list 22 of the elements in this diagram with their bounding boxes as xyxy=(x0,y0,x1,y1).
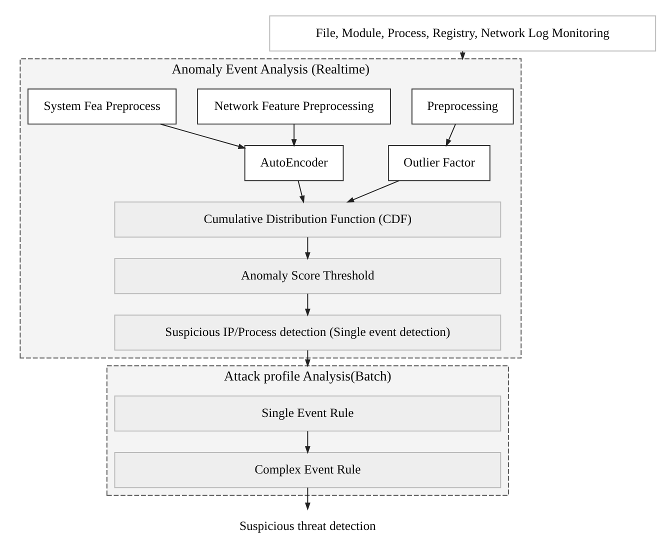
node-box: System Fea Preprocess xyxy=(28,88,177,125)
arrow xyxy=(346,180,400,203)
node-box: Preprocessing xyxy=(411,88,514,125)
node-box: AutoEncoder xyxy=(244,145,344,182)
arrow xyxy=(304,487,310,510)
node-box: File, Module, Process, Registry, Network Log Monitoring xyxy=(269,15,656,52)
arrow xyxy=(446,124,456,147)
node-box: Outlier Factor xyxy=(388,145,490,182)
arrow xyxy=(304,430,310,454)
arrow xyxy=(304,350,310,368)
node-box: Network Feature Preprocessing xyxy=(197,88,392,125)
arrow xyxy=(291,124,297,147)
node-box: Complex Event Rule xyxy=(114,452,502,488)
arrow xyxy=(304,293,310,317)
arrow xyxy=(160,124,246,149)
node-box: Suspicious IP/Process detection (Single event detection) xyxy=(114,314,502,351)
node-box: Cumulative Distribution Function (CDF) xyxy=(114,202,502,238)
arrow xyxy=(298,180,305,204)
node-box: Single Event Rule xyxy=(114,395,502,432)
node-box: Anomaly Score Threshold xyxy=(114,258,502,294)
arrow xyxy=(304,236,310,260)
node-text: Suspicious threat detection xyxy=(239,518,376,533)
